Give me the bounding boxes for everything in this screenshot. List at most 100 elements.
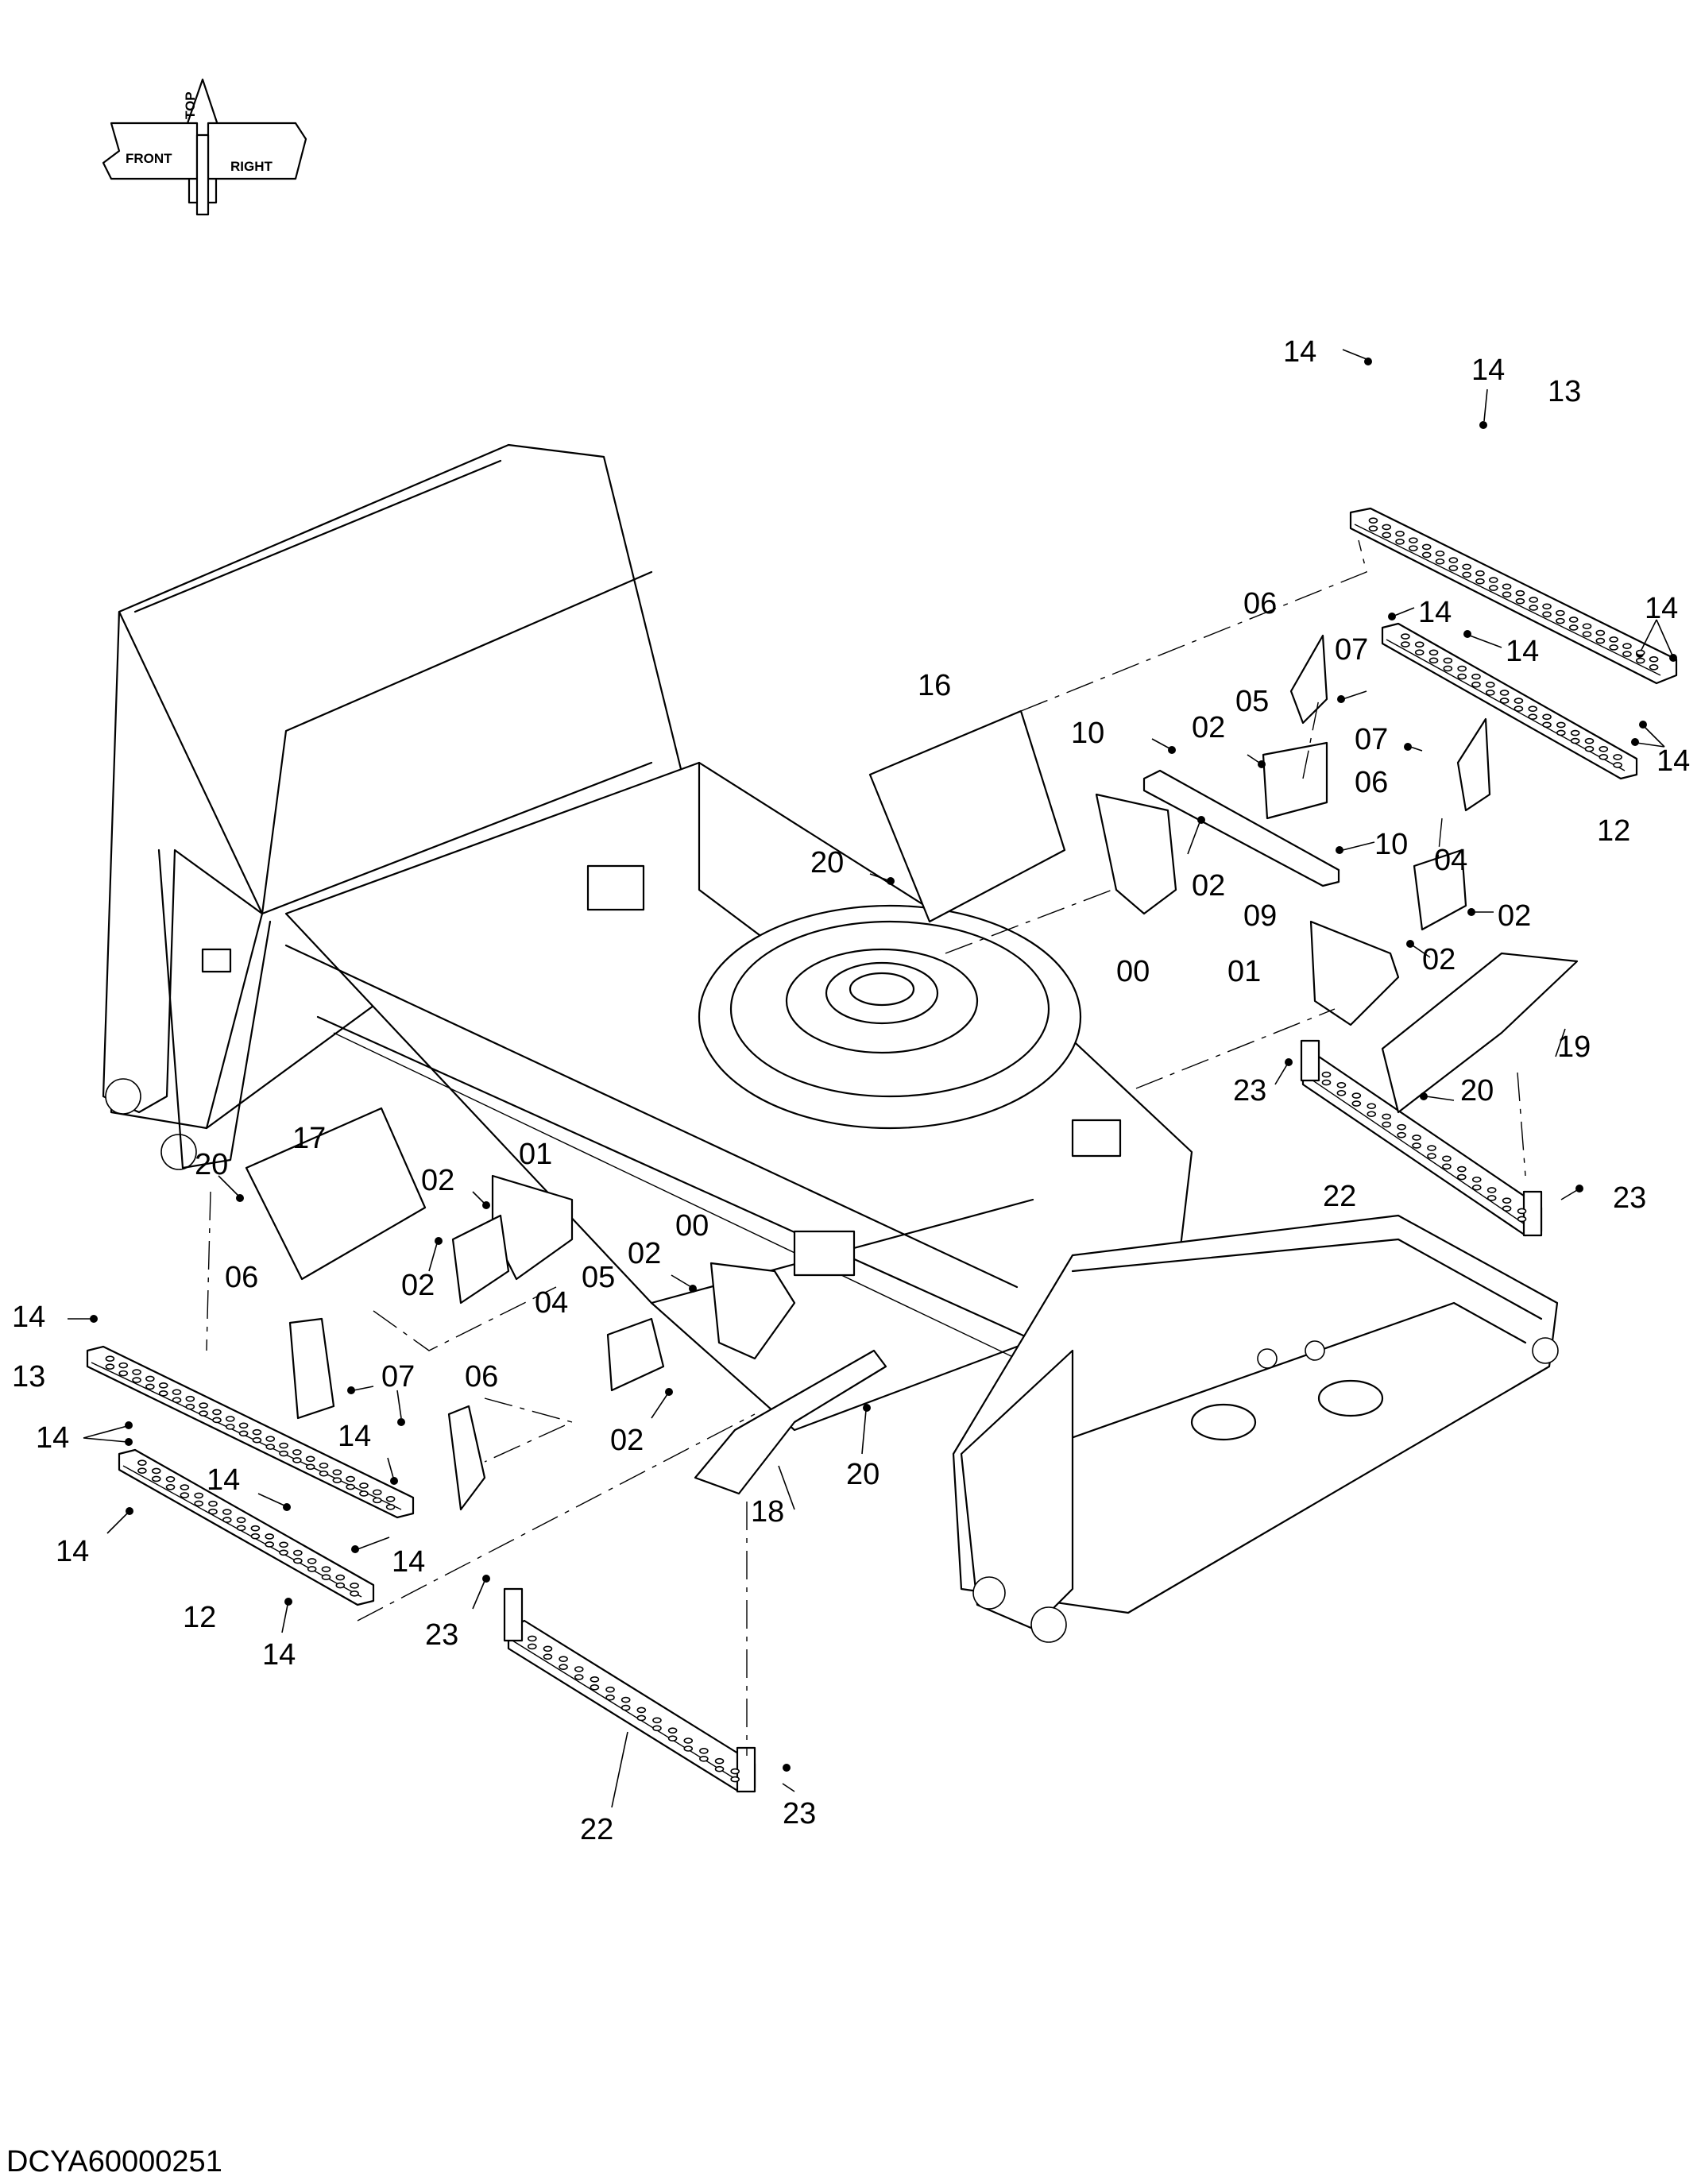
perforation-hole — [1542, 603, 1552, 610]
perforation-hole — [543, 1645, 553, 1652]
callout-label: 09 — [1243, 899, 1277, 933]
callout-label: 02 — [628, 1237, 661, 1270]
perforation-hole — [307, 1566, 317, 1572]
callout-label: 01 — [519, 1138, 552, 1171]
perforation-hole — [1488, 577, 1498, 583]
perforation-hole — [1502, 591, 1512, 598]
perforation-hole — [1556, 609, 1565, 617]
perforation-hole — [208, 1500, 218, 1507]
callout-label: 02 — [1192, 869, 1225, 903]
perforation-hole — [1582, 623, 1592, 630]
step-22-right — [1300, 1039, 1543, 1237]
perforation-hole — [372, 1497, 382, 1504]
perforation-hole — [137, 1459, 147, 1466]
perforation-hole — [1556, 617, 1565, 624]
perforation-hole — [1515, 597, 1525, 605]
perforation-hole — [292, 1449, 302, 1455]
perforation-hole — [1397, 1123, 1406, 1131]
perforation-hole — [172, 1397, 182, 1404]
callout-label: 14 — [1283, 335, 1316, 369]
perforation-hole — [620, 1704, 631, 1711]
perforation-hole — [180, 1484, 190, 1490]
perforation-hole — [1485, 682, 1495, 688]
callout-label: 20 — [1460, 1074, 1494, 1107]
perforation-hole — [222, 1509, 232, 1515]
callout-label: 22 — [1323, 1180, 1356, 1213]
perforation-hole — [1584, 745, 1595, 752]
bracket-01-upper — [1309, 920, 1400, 1026]
callout-label: 00 — [675, 1209, 709, 1243]
callout-label: 16 — [918, 669, 951, 702]
perforation-hole — [185, 1403, 195, 1410]
perforation-hole — [590, 1684, 600, 1691]
perforation-hole — [1528, 705, 1538, 712]
perforation-hole — [279, 1549, 288, 1556]
perforation-hole — [730, 1768, 740, 1775]
perforation-hole — [132, 1369, 141, 1375]
callout-label: 07 — [1335, 633, 1368, 667]
perforation-hole — [346, 1483, 355, 1490]
perforation-hole — [1609, 636, 1618, 643]
perforation-hole — [321, 1566, 331, 1573]
perforation-hole — [1570, 737, 1580, 744]
bracket-05-upper — [1262, 741, 1328, 820]
perforation-hole — [1529, 597, 1539, 603]
perforation-hole — [1435, 550, 1445, 557]
perforation-hole — [385, 1503, 396, 1510]
orientation-front-label: FRONT — [126, 151, 172, 166]
perforation-hole — [1599, 754, 1609, 760]
callout-label: 20 — [846, 1458, 879, 1491]
perforation-hole — [1568, 624, 1579, 631]
perforation-hole — [559, 1656, 568, 1662]
perforation-hole — [1382, 1113, 1391, 1120]
perforation-hole — [1475, 578, 1485, 585]
perforation-hole — [590, 1676, 600, 1683]
callout-label: 02 — [1422, 943, 1456, 976]
perforation-hole — [212, 1409, 222, 1416]
perforation-hole — [1542, 611, 1552, 618]
perforation-hole — [1486, 1195, 1497, 1201]
perforation-hole — [118, 1370, 129, 1377]
callout-label: 14 — [1506, 635, 1539, 668]
perforation-hole — [236, 1517, 246, 1524]
perforation-hole — [1502, 1197, 1512, 1204]
callout-label: 10 — [1374, 828, 1408, 861]
callout-label: 23 — [425, 1618, 458, 1652]
perforation-hole — [1517, 1216, 1527, 1223]
callout-label: 14 — [1645, 592, 1678, 625]
callout-label: 13 — [1548, 375, 1581, 408]
perforation-hole — [1409, 545, 1418, 551]
callout-label: 12 — [183, 1601, 216, 1634]
perforation-hole — [252, 1436, 262, 1444]
callout-label: 10 — [1071, 717, 1104, 750]
perforation-hole — [1471, 1184, 1482, 1191]
perforation-hole — [335, 1574, 346, 1581]
perforation-hole — [185, 1395, 195, 1402]
perforation-hole — [620, 1696, 631, 1703]
callout-label: 00 — [1116, 955, 1150, 988]
perforation-hole — [194, 1492, 203, 1499]
perforation-hole — [1471, 681, 1481, 688]
callout-label: 19 — [1557, 1030, 1591, 1064]
perforation-hole — [1395, 530, 1405, 537]
orientation-right-label: RIGHT — [230, 159, 273, 174]
perforation-hole — [1570, 729, 1580, 736]
assembly-lines — [206, 539, 1526, 1756]
perforation-hole — [225, 1424, 235, 1430]
perforation-hole — [105, 1363, 115, 1370]
perforation-hole — [1414, 649, 1425, 655]
perforation-hole — [165, 1483, 176, 1490]
perforation-hole — [1427, 1145, 1436, 1151]
perforation-hole — [559, 1664, 568, 1670]
perforation-hole — [1351, 1100, 1362, 1107]
perforation-hole — [1488, 585, 1498, 591]
perforation-hole — [319, 1462, 329, 1469]
perforation-hole — [1542, 713, 1552, 721]
perforation-hole — [1486, 1187, 1497, 1193]
cover-16 — [868, 709, 1066, 923]
perforation-hole — [151, 1475, 161, 1482]
perforation-hole — [1485, 690, 1495, 696]
callout-label: 02 — [1192, 711, 1225, 744]
perforation-hole — [212, 1417, 222, 1424]
perforation-hole — [279, 1541, 288, 1548]
